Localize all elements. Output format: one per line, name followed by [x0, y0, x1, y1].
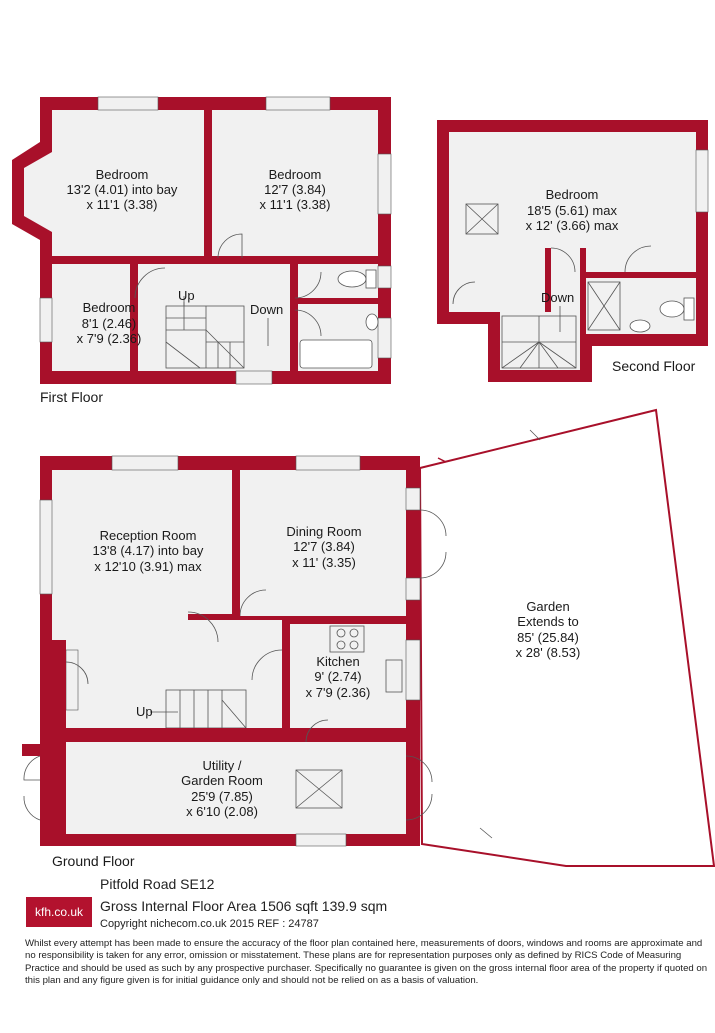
bedroom2-length: 12'7 (3.84)	[264, 182, 326, 197]
first-floor-plan: First Floor Bedroom 13'2 (4.01) into bay…	[12, 96, 392, 405]
bedroom2-name: Bedroom	[269, 167, 322, 182]
bedroom4-length: 18'5 (5.61) max	[527, 203, 617, 218]
bedroom3-width: x 7'9 (2.36)	[77, 331, 142, 346]
bedroom2-width: x 11'1 (3.38)	[260, 197, 331, 212]
reception-name: Reception Room	[100, 528, 197, 543]
bedroom1-length: 13'2 (4.01) into bay	[67, 182, 178, 197]
reception-width: x 12'10 (3.91) max	[94, 559, 202, 574]
kitchen-length: 9' (2.74)	[314, 669, 361, 684]
first-floor-label: First Floor	[40, 389, 103, 405]
second-floor-stairs-down: Down	[541, 290, 574, 305]
property-address: Pitfold Road SE12	[100, 876, 215, 892]
garden-extends: Extends to	[517, 614, 578, 629]
first-floor-stairs-up: Up	[178, 288, 195, 303]
utility-name: Utility /	[203, 758, 242, 773]
floor-area: Gross Internal Floor Area 1506 sqft 139.…	[100, 898, 388, 914]
kitchen-width: x 7'9 (2.36)	[306, 685, 371, 700]
bedroom4-width: x 12' (3.66) max	[526, 218, 619, 233]
utility-length: 25'9 (7.85)	[191, 789, 253, 804]
bedroom1-width: x 11'1 (3.38)	[87, 197, 158, 212]
disclaimer: Whilst every attempt has been made to en…	[25, 938, 708, 987]
ground-floor-stairs-up: Up	[136, 704, 153, 719]
bedroom3-name: Bedroom	[83, 300, 136, 315]
dining-length: 12'7 (3.84)	[293, 539, 355, 554]
first-floor-stairs-down: Down	[250, 302, 283, 317]
dining-width: x 11' (3.35)	[292, 555, 356, 570]
second-floor-plan: Bedroom 18'5 (5.61) max x 12' (3.66) max…	[437, 120, 709, 382]
utility-subname: Garden Room	[181, 773, 263, 788]
kitchen-name: Kitchen	[316, 654, 359, 669]
utility-width: x 6'10 (2.08)	[186, 804, 258, 819]
bedroom4-name: Bedroom	[546, 187, 599, 202]
second-floor-label: Second Floor	[612, 358, 696, 374]
garden-name: Garden	[526, 599, 569, 614]
kfh-logo: kfh.co.uk	[26, 897, 92, 927]
garden-length: 85' (25.84)	[517, 630, 579, 645]
floor-plan-drawing: First Floor Bedroom 13'2 (4.01) into bay…	[12, 96, 715, 869]
reception-length: 13'8 (4.17) into bay	[93, 543, 204, 558]
dining-name: Dining Room	[286, 524, 361, 539]
copyright-ref: Copyright nichecom.co.uk 2015 REF : 2478…	[100, 918, 319, 930]
garden-width: x 28' (8.53)	[516, 645, 581, 660]
bedroom1-name: Bedroom	[96, 167, 149, 182]
ground-floor-plan: Reception Room 13'8 (4.17) into bay x 12…	[22, 408, 715, 869]
bedroom3-length: 8'1 (2.46)	[82, 316, 137, 331]
ground-floor-label: Ground Floor	[52, 853, 135, 869]
